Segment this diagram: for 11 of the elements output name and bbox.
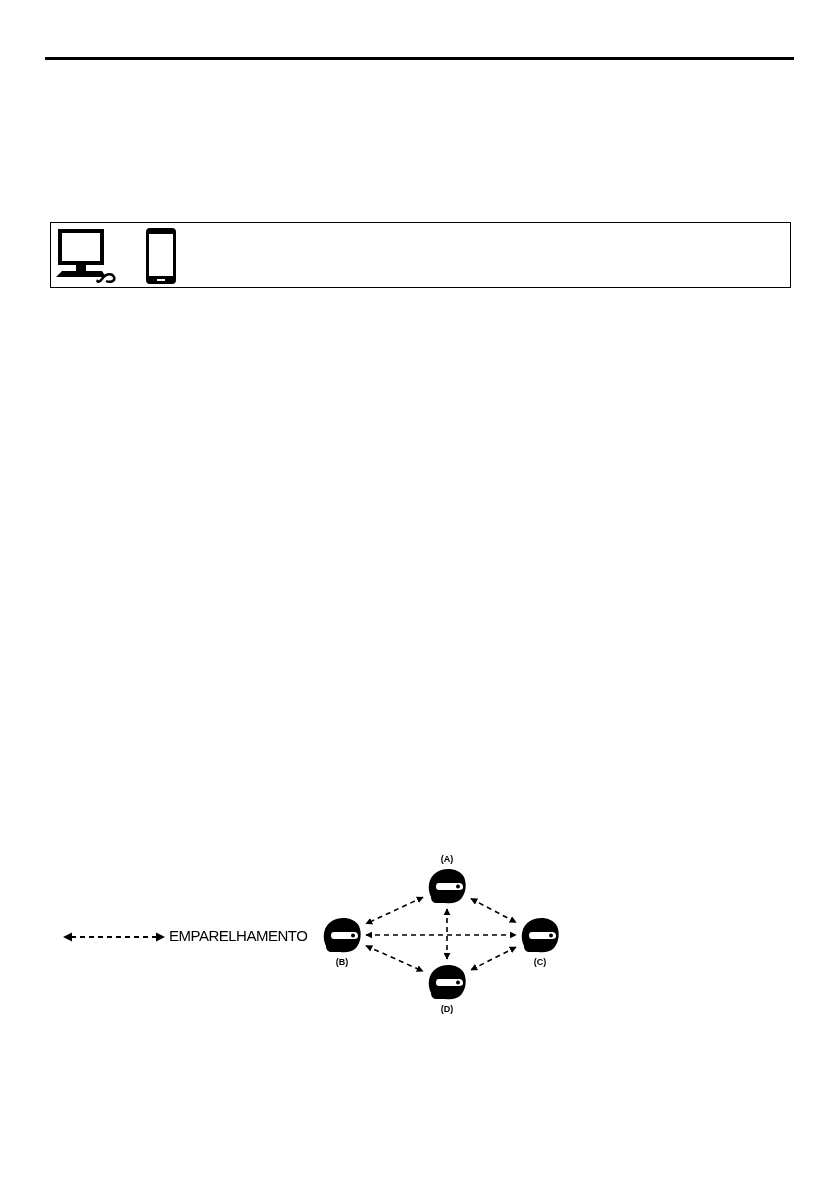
helmet-label: (B) xyxy=(335,956,349,969)
dashed-arrow xyxy=(443,908,451,960)
helmet-label: (C) xyxy=(533,956,547,969)
dashed-arrow xyxy=(470,897,517,924)
dashed-arrow xyxy=(365,896,424,925)
helmet-label: (D) xyxy=(440,1003,454,1016)
legend-label: EMPARELHAMENTO xyxy=(169,926,308,946)
helmet-label: (A) xyxy=(440,853,454,866)
dashed-arrow xyxy=(365,931,517,939)
dashed-arrow xyxy=(470,946,517,971)
dashed-arrow xyxy=(365,944,424,973)
